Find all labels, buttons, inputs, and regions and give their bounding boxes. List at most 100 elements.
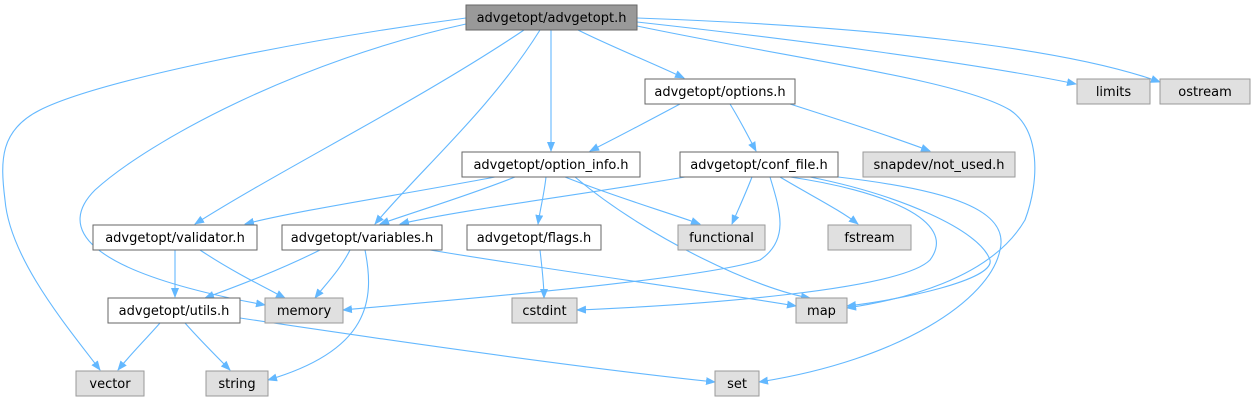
node-options-h[interactable]: advgetopt/options.h	[644, 78, 796, 105]
edge-option-info-h-to-validator-h	[244, 176, 496, 226]
edge-path	[535, 176, 547, 225]
node-label: advgetopt/flags.h	[477, 231, 592, 246]
node-box	[75, 370, 145, 397]
edge-advgetopt-h-to-validator-h	[194, 29, 525, 225]
node-label: functional	[689, 231, 754, 246]
edge-path	[244, 176, 496, 226]
node-box	[795, 297, 848, 324]
node-variables-h[interactable]: advgetopt/variables.h	[281, 224, 443, 251]
node-label: map	[807, 304, 836, 319]
node-box	[1076, 78, 1151, 105]
edge-variables-h-to-map	[429, 249, 797, 309]
node-memory: memory	[264, 297, 344, 324]
node-box	[465, 4, 638, 31]
node-label: advgetopt/utils.h	[119, 304, 230, 319]
node-box	[92, 224, 258, 251]
edge-path	[399, 176, 686, 226]
edge-conf-file-h-to-cstdint	[576, 176, 937, 314]
edge-flags-h-to-cstdint	[539, 249, 548, 299]
node-advgetopt-h[interactable]: advgetopt/advgetopt.h	[465, 4, 638, 31]
node-label: string	[218, 377, 255, 392]
edge-conf-file-h-to-functional	[731, 176, 753, 225]
edge-path	[809, 176, 991, 309]
node-label: memory	[277, 304, 332, 319]
edge-path	[204, 249, 321, 299]
edge-path	[758, 176, 1002, 385]
edge-advgetopt-h-to-options-h	[577, 29, 685, 79]
node-box	[466, 224, 602, 251]
edge-path	[589, 103, 681, 152]
node-label: advgetopt/advgetopt.h	[477, 11, 627, 26]
node-box	[862, 151, 1016, 178]
edge-conf-file-h-to-set	[758, 176, 1002, 385]
node-label: snapdev/not_used.h	[874, 158, 1005, 173]
edge-options-h-to-option-info-h	[589, 103, 681, 152]
node-conf-file-h[interactable]: advgetopt/conf_file.h	[679, 151, 839, 178]
node-box	[461, 151, 641, 178]
node-map: map	[795, 297, 848, 324]
node-set: set	[714, 370, 760, 397]
edge-path	[429, 249, 797, 309]
edge-option-info-h-to-variables-h	[379, 176, 516, 225]
node-label: set	[727, 377, 747, 392]
edge-path	[194, 29, 525, 225]
edge-conf-file-h-to-memory	[342, 176, 781, 314]
edge-path	[117, 322, 161, 371]
node-utils-h[interactable]: advgetopt/utils.h	[107, 297, 241, 324]
node-not-used-h: snapdev/not_used.h	[862, 151, 1016, 178]
edge-path	[636, 17, 1161, 83]
node-ostream: ostream	[1159, 78, 1251, 105]
edge-advgetopt-h-to-limits	[636, 21, 1077, 87]
edge-option-info-h-to-flags-h	[535, 176, 547, 225]
node-box	[281, 224, 443, 251]
edge-path	[539, 249, 548, 299]
edge-utils-h-to-set	[239, 317, 716, 386]
node-box	[677, 224, 766, 251]
node-cstdint: cstdint	[511, 297, 578, 324]
edge-path	[79, 23, 467, 308]
node-functional: functional	[677, 224, 766, 251]
node-vector: vector	[75, 370, 145, 397]
edge-path	[779, 176, 859, 225]
edge-path	[636, 21, 1077, 87]
edge-path	[576, 176, 937, 314]
edge-options-h-to-not-used-h	[789, 103, 931, 152]
node-option-info-h[interactable]: advgetopt/option_info.h	[461, 151, 641, 178]
node-flags-h[interactable]: advgetopt/flags.h	[466, 224, 602, 251]
edge-utils-h-to-vector	[117, 322, 161, 371]
node-label: advgetopt/variables.h	[291, 231, 434, 246]
edge-advgetopt-h-to-map	[636, 25, 1036, 311]
node-limits: limits	[1076, 78, 1151, 105]
node-box	[205, 370, 269, 397]
node-box	[511, 297, 578, 324]
edge-path	[2, 17, 467, 371]
edge-path	[199, 249, 286, 299]
node-box	[827, 224, 912, 251]
node-validator-h[interactable]: advgetopt/validator.h	[92, 224, 258, 251]
edge-advgetopt-h-to-vector	[2, 17, 467, 371]
edge-options-h-to-conf-file-h	[729, 103, 757, 152]
edge-path	[789, 103, 931, 152]
edge-variables-h-to-utils-h	[204, 249, 321, 299]
node-label: fstream	[844, 231, 894, 246]
node-box	[644, 78, 796, 105]
edge-conf-file-h-to-map	[809, 176, 991, 309]
node-label: advgetopt/conf_file.h	[690, 158, 828, 173]
edge-conf-file-h-to-variables-h	[399, 176, 686, 226]
edge-path	[729, 103, 757, 152]
node-label: vector	[89, 377, 131, 392]
node-label: advgetopt/options.h	[654, 85, 785, 100]
edge-path	[577, 29, 685, 79]
edge-path	[731, 176, 753, 225]
edge-path	[374, 29, 541, 225]
node-string: string	[205, 370, 269, 397]
edge-conf-file-h-to-fstream	[779, 176, 859, 225]
edge-utils-h-to-string	[184, 322, 231, 371]
edge-path	[184, 322, 231, 371]
node-box	[1159, 78, 1251, 105]
node-box	[107, 297, 241, 324]
node-label: ostream	[1178, 85, 1232, 100]
edge-variables-h-to-string	[267, 249, 370, 382]
node-label: cstdint	[522, 304, 566, 319]
